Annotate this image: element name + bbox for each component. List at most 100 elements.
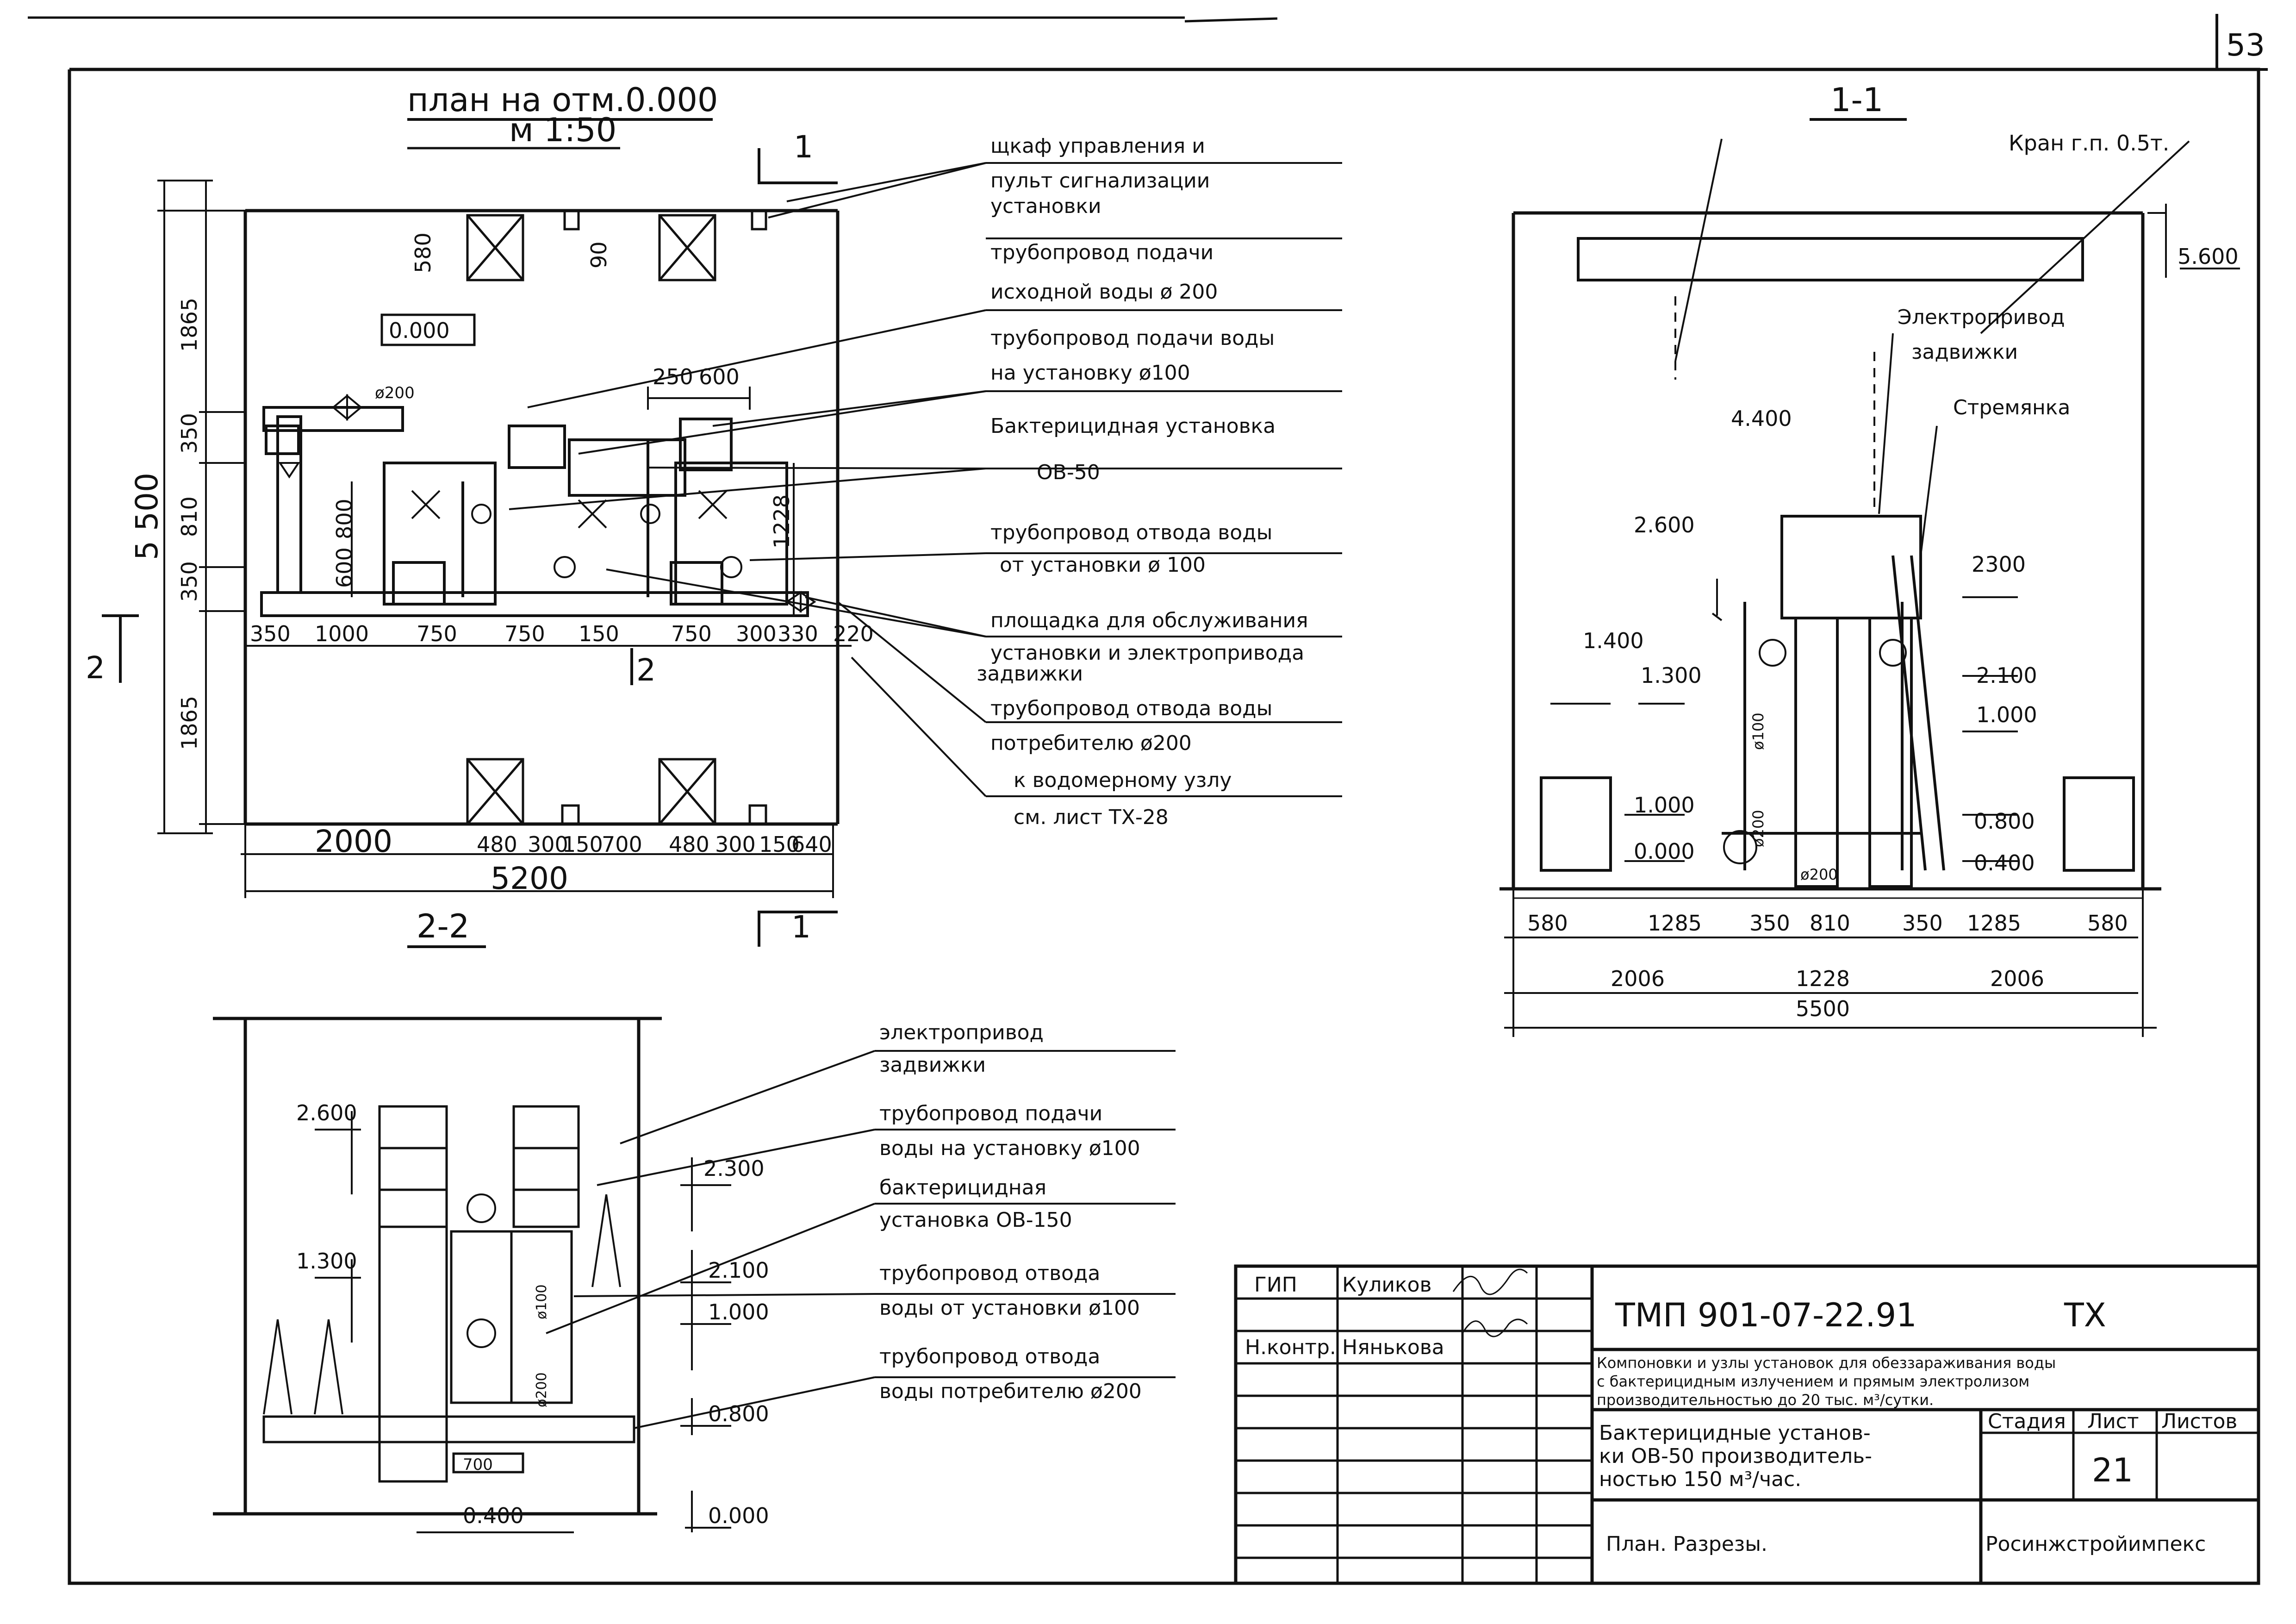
section-11-dim1-3: 350 [1749,911,1790,936]
plan-dim-b1-1: 350 [250,621,291,646]
plan-callout-1-line-3: установки [990,194,1101,218]
plan-dim-left-5: 1865 [177,696,202,750]
section-11-label-ladder: Стремянка [1953,396,2070,419]
plan-callout-1-line-1: щкаф управления и [990,134,1205,158]
section-11-label-drive: Электропривод [1898,306,2065,329]
plan-title: план на отм.0.000 [407,81,718,119]
section-11-level-1400: 1.400 [1583,628,1644,653]
tb-doc-code: ТМП 901-07-22.91 [1615,1296,1917,1334]
plan-dim-width: 5200 [491,861,568,896]
section-22-callout-3-line-1: бактерицидная [879,1176,1046,1199]
plan-dim-left-2: 350 [177,413,202,454]
section-22-callout-5-line-2: воды потребителю ø200 [879,1380,1142,1403]
tb-object-line-2: ки ОВ-50 производитель- [1599,1444,1872,1468]
plan-dim-b1-3: 750 [417,621,457,646]
section-22-callout-2-line-1: трубопровод подачи [879,1102,1102,1125]
section-22-inner-d200: ø200 [534,1372,550,1407]
section-22-callout-4-line-2: воды от установки ø100 [879,1296,1140,1320]
section-11-level-2300: 2300 [1972,552,2026,577]
section-11-crane-label: Кран г.п. 0.5т. [2009,131,2169,156]
section-22-level-0400: 0.400 [463,1503,524,1528]
section-11-dim2-2: 1228 [1796,966,1850,991]
section-22-level-1300: 1.300 [296,1249,357,1274]
section-mark-2-left: 2 [86,650,105,686]
section-11-dim1-5: 350 [1902,911,1943,936]
section-22-level-0000: 0.000 [708,1503,769,1528]
plan-dim-b2-9: 640 [791,832,832,857]
section-22-callout-3-line-2: установка ОВ-150 [879,1208,1072,1232]
plan-dim-b1-4: 750 [504,621,545,646]
section-22-callout-5-line-1: трубопровод отвода [879,1345,1100,1368]
section-11-pipe-d200a: ø200 [1749,810,1767,847]
plan-callout-8-line-2: см. лист ТХ-28 [1014,806,1169,829]
section-22-inner-d100: ø100 [534,1284,550,1319]
section-11-dim1-2: 1285 [1648,911,1702,936]
plan-dim-b2-5: 700 [602,832,642,857]
section-2-2: 2-2 [213,907,1176,1533]
plan-dim-total: 5 500 [129,473,165,560]
plan-dim-b1-2: 1000 [315,621,369,646]
tb-sheet-value: 21 [2092,1451,2133,1489]
plan-dim-b2-2: 480 [477,832,517,857]
title-block: ГИП Н.контр. Куликов Нянькова ТМП 901-07… [1234,1264,2260,1585]
plan-callout-4-line-2: ОВ-50 [1037,461,1100,484]
plan-callout-5-line-1: трубопровод отвода воды [990,521,1272,544]
section-11-level-2100: 2.100 [1976,663,2037,688]
tb-name-nyankova: Нянькова [1342,1336,1444,1359]
sheet-number: 53 [2226,27,2265,63]
plan-dim-left-4: 350 [177,561,202,602]
plan-dim-b1-5: 150 [579,621,619,646]
section-11-dim2-1: 2006 [1611,966,1665,991]
plan-dim-1228: 1228 [769,494,794,549]
section-11-title: 1-1 [1830,81,1883,119]
plan-dim-left-1: 1865 [177,298,202,352]
plan-callout-5-line-2: от установки ø 100 [1000,553,1206,577]
plan-callout-2-line-1: трубопровод подачи [990,241,1213,264]
section-11-pipe-d100: ø100 [1749,712,1767,750]
section-11-level-0000: 0.000 [1634,839,1695,864]
tb-drawing-name: План. Разрезы. [1606,1532,1767,1556]
plan-dim-top-2: 600 [699,364,740,389]
section-mark-2-center: 2 [636,652,656,688]
section-11-level-0400: 0.400 [1974,850,2035,875]
tb-object-line-1: Бактерицидные установ- [1599,1421,1871,1445]
section-11-level-1000b: 1.000 [1976,702,2037,727]
plan-dim-left-3: 810 [177,496,202,537]
section-11-level-0800: 0.800 [1974,809,2035,834]
section-11-dim-total: 5500 [1796,996,1850,1021]
section-11-dim1-1: 580 [1527,911,1568,936]
plan-dim-800: 800 [332,499,357,539]
tb-project-line-2: с бактерицидным излучением и прямым элек… [1597,1373,2029,1390]
section-22-level-2300: 2.300 [703,1156,765,1181]
tb-project-line-1: Компоновки и узлы установок для обеззара… [1597,1354,2056,1372]
plan-dim-b1-8: 330 [778,621,818,646]
section-11-level-1300: 1.300 [1641,663,1702,688]
plan-callout-4-line-1: Бактерицидная установка [990,414,1276,438]
section-11-level-1000: 1.000 [1634,793,1695,818]
tb-stage-label: Стадия [1988,1410,2066,1433]
plan-callout-3-line-1: трубопровод подачи воды [990,326,1275,350]
section-22-callout-2-line-2: воды на установку ø100 [879,1137,1140,1160]
tb-object-line-3: ностью 150 м³/час. [1599,1468,1801,1491]
plan-callout-2-line-2: исходной воды ø 200 [990,280,1218,304]
tb-section: ТХ [2064,1296,2106,1334]
section-1-1: 1-1 [1500,81,2240,1037]
section-11-level-4400: 4.400 [1731,406,1792,431]
section-mark-1-bottom: 1 [791,909,811,945]
plan-callout-6-line-2: установки и электропривода [990,641,1304,665]
section-22-callout-4-line-1: трубопровод отвода [879,1262,1100,1285]
section-11-level-2600: 2.600 [1634,512,1695,537]
plan-view: план на отм.0.000 м 1:50 0.000 [86,81,1342,947]
plan-dim-600: 600 [332,547,357,588]
section-22-inner-700: 700 [463,1455,493,1474]
plan-callout-6-line-1: площадка для обслуживания [990,609,1308,632]
section-11-dim1-4: 810 [1810,911,1850,936]
plan-dim-90: 90 [586,241,611,269]
section-22-level-2600: 2.600 [296,1100,357,1125]
section-22-level-0800: 0.800 [708,1401,769,1426]
section-11-level-5600: 5.600 [2178,244,2239,269]
plan-level-mark: 0.000 [389,318,450,343]
plan-scale: м 1:50 [509,111,616,149]
tb-organization: Росинжстройимпекс [1985,1532,2206,1556]
